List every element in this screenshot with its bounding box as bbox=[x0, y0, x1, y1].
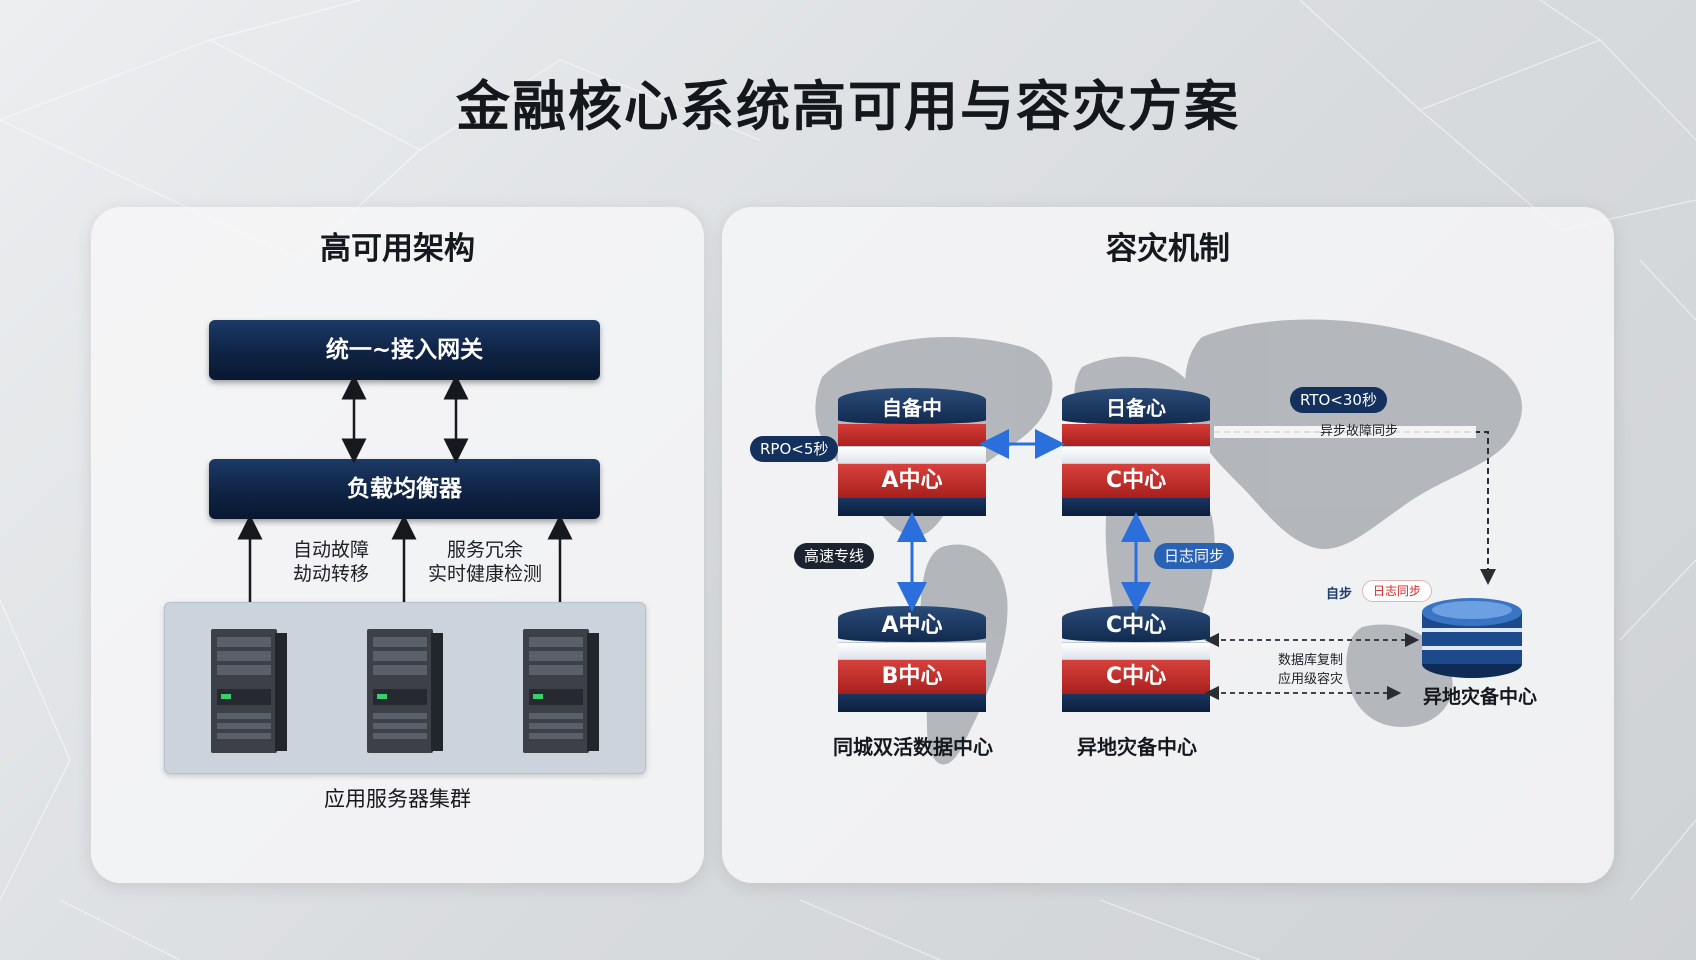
bottom-right-center-bottom-label: C中心 bbox=[1062, 660, 1210, 694]
cluster-label: 应用服务器集群 bbox=[324, 787, 471, 811]
stack-foot bbox=[1062, 498, 1210, 516]
remote-disaster-center-stack: C中心 C中心 bbox=[1062, 606, 1210, 738]
unified-gateway-box: 统一~接入网关 bbox=[209, 320, 600, 380]
stack-band-red bbox=[1062, 424, 1210, 446]
top-left-center-top-label: 自备中 bbox=[838, 388, 986, 424]
redundancy-label-line1: 服务冗余 bbox=[446, 539, 523, 561]
bottom-left-center-top-label: A中心 bbox=[838, 606, 986, 642]
same-city-label: 同城双活数据中心 bbox=[833, 735, 993, 759]
realtime-sync-badge: 日志同步 bbox=[1362, 580, 1433, 602]
stack-foot bbox=[838, 498, 986, 516]
dedicated-line-badge: 高速专线 bbox=[794, 543, 875, 569]
disaster-recovery-panel: 容灾机制 自备中 A中心 日备心 C中心 A中心 B中心 C中心 bbox=[722, 207, 1614, 883]
remote-center-label: 异地灾备中心 bbox=[1077, 735, 1197, 759]
failover-label-line1: 自动故障 bbox=[292, 539, 369, 561]
remote-db-label: 异地灾备中心 bbox=[1422, 686, 1537, 708]
stack-band-white bbox=[1062, 446, 1210, 464]
app-disaster-label: 应用级容灾 bbox=[1278, 672, 1344, 687]
stack-band-white bbox=[838, 642, 986, 660]
rto-badge: RTO<30秒 bbox=[1290, 387, 1387, 413]
stack-foot bbox=[1062, 694, 1210, 712]
bottom-right-center-top-label: C中心 bbox=[1062, 606, 1210, 642]
server-icon bbox=[523, 629, 599, 753]
stack-band-white bbox=[1062, 642, 1210, 660]
redundancy-label: 服务冗余 实时健康检测 bbox=[417, 538, 553, 586]
async-sync-label: 异步故障同步 bbox=[1320, 424, 1399, 439]
app-server-cluster bbox=[164, 602, 646, 774]
database-icon bbox=[1422, 598, 1522, 678]
page-title: 金融核心系统高可用与容灾方案 bbox=[456, 75, 1240, 138]
panel-title-disaster-recovery: 容灾机制 bbox=[1106, 231, 1230, 267]
failover-label: 自动故障 劫动转移 bbox=[281, 538, 381, 586]
top-right-center-top-label: 日备心 bbox=[1062, 388, 1210, 424]
top-left-data-center: 自备中 A中心 bbox=[838, 388, 986, 520]
log-sync-badge: 日志同步 bbox=[1154, 543, 1235, 569]
load-balancer-box: 负载均衡器 bbox=[209, 459, 600, 519]
stack-foot bbox=[838, 694, 986, 712]
top-right-data-center: 日备心 C中心 bbox=[1062, 388, 1210, 520]
ha-arrows bbox=[237, 374, 573, 630]
dr-links bbox=[897, 426, 1496, 701]
panel-title-high-availability: 高可用架构 bbox=[320, 231, 475, 267]
top-left-center-main-label: A中心 bbox=[838, 464, 986, 498]
server-icon bbox=[211, 629, 287, 753]
async-band bbox=[1214, 426, 1476, 438]
stack-band-red bbox=[838, 424, 986, 446]
async-sync-arrow bbox=[1214, 431, 1496, 585]
db-replication-label: 数据库复制 bbox=[1278, 653, 1344, 668]
rpo-badge: RPO<5秒 bbox=[750, 436, 839, 462]
failover-label-line2: 劫动转移 bbox=[292, 563, 369, 585]
bottom-left-center-bottom-label: B中心 bbox=[838, 660, 986, 694]
same-city-active-active-center: A中心 B中心 bbox=[838, 606, 986, 738]
redundancy-label-line2: 实时健康检测 bbox=[427, 563, 542, 585]
server-icon bbox=[367, 629, 443, 753]
realtime-sync-left-label: 自步 bbox=[1326, 587, 1353, 602]
stack-band-white bbox=[838, 446, 986, 464]
high-availability-panel: 高可用架构 统一~接入网关 负载均衡器 自动故障 劫动转移 服务冗余 实时健康检… bbox=[91, 207, 704, 883]
top-right-center-main-label: C中心 bbox=[1062, 464, 1210, 498]
